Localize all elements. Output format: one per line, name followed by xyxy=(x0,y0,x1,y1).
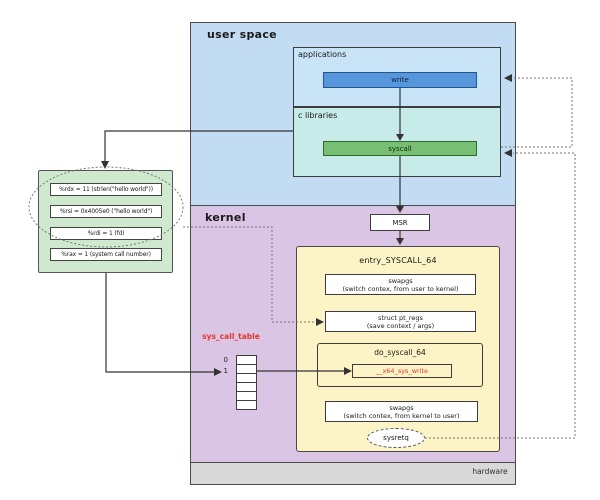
swapgs-exit-line1: swapgs xyxy=(389,403,414,412)
swapgs-enter-line1: swapgs xyxy=(388,276,413,285)
pt-regs-node: struct pt_regs (save context / args) xyxy=(325,311,476,332)
sys-call-table-label: sys_call_table xyxy=(202,332,260,341)
c-libraries-label: c libraries xyxy=(298,111,338,120)
pt-regs-line2: (save context / args) xyxy=(366,321,435,330)
write-node: write xyxy=(323,72,477,88)
table-index-0: 0 xyxy=(223,356,228,364)
table-index-1: 1 xyxy=(223,367,228,375)
do-syscall-64-title: do_syscall_64 xyxy=(374,348,426,357)
user-space-label: user space xyxy=(207,28,277,41)
register-rdx: %rdx = 11 (strlen("hello world")) xyxy=(50,183,162,196)
swapgs-exit-line2: (switch contex, from kernel to user) xyxy=(343,411,460,420)
register-rax: %rax = 1 (system call number) xyxy=(50,248,162,261)
x64-sys-write-node: __x64_sys_write xyxy=(352,364,452,378)
sysretq-node: sysretq xyxy=(367,428,425,448)
swapgs-enter-line2: (switch contex, from user to kernel) xyxy=(342,284,459,293)
swapgs-exit-node: swapgs (switch contex, from kernel to us… xyxy=(325,401,478,422)
msr-node: MSR xyxy=(370,214,430,231)
applications-label: applications xyxy=(298,50,347,59)
pt-regs-line1: struct pt_regs xyxy=(378,313,423,322)
entry-syscall-64-title: entry_SYSCALL_64 xyxy=(359,256,437,265)
syscall-node: syscall xyxy=(323,141,477,156)
register-rdi: %rdi = 1 (fd) xyxy=(50,227,162,240)
register-rsi: %rsi = 0x4005e0 ("hello world") xyxy=(50,205,162,218)
swapgs-enter-node: swapgs (switch contex, from user to kern… xyxy=(325,274,476,295)
hardware-label: hardware xyxy=(472,467,508,476)
table-slot xyxy=(236,400,257,410)
kernel-label: kernel xyxy=(205,211,246,224)
hardware-bar xyxy=(190,462,516,485)
